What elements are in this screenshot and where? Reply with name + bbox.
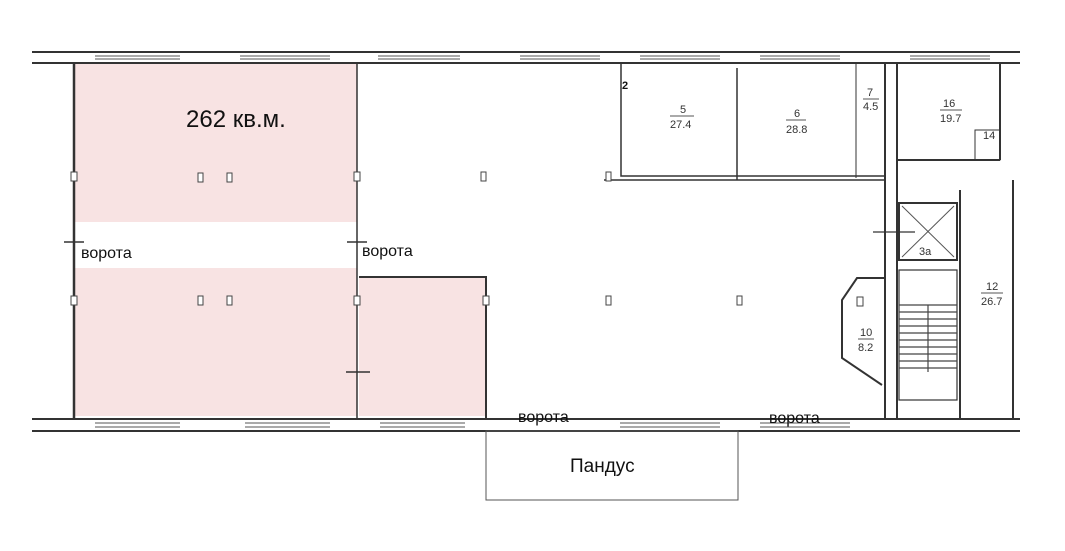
top-exterior-wall [32, 51, 1020, 64]
room-7-number: 7 [867, 87, 873, 99]
gate-label-middle: ворота [362, 243, 413, 260]
interior-walls [64, 64, 1014, 420]
room-2-number: 2 [622, 80, 628, 92]
highlighted-area-top [75, 64, 357, 222]
highlighted-area-annex [359, 278, 485, 416]
room-5-area: 27.4 [670, 119, 691, 131]
room-10-number: 10 [860, 327, 872, 339]
room-6-area: 28.8 [786, 124, 807, 136]
gate-label-bottom-1: ворота [518, 409, 569, 426]
room-5-number: 5 [680, 104, 686, 116]
room-14-number: 14 [983, 130, 995, 142]
gate-label-left: ворота [81, 245, 132, 262]
gate-label-bottom-2: ворота [769, 410, 820, 427]
ramp [485, 430, 739, 501]
room-12-number: 12 [986, 281, 998, 293]
room-6-number: 6 [794, 108, 800, 120]
room-7-area: 4.5 [863, 101, 878, 113]
room-3a-number: 3а [919, 246, 932, 258]
room-10-area: 8.2 [858, 342, 873, 354]
area-label: 262 кв.м. [186, 106, 286, 133]
ramp-label: Пандус [570, 456, 635, 477]
highlighted-area-bottom [75, 268, 357, 416]
room-16-area: 19.7 [940, 113, 961, 125]
columns [70, 171, 864, 307]
room-12-area: 26.7 [981, 296, 1002, 308]
room-16-number: 16 [943, 98, 955, 110]
